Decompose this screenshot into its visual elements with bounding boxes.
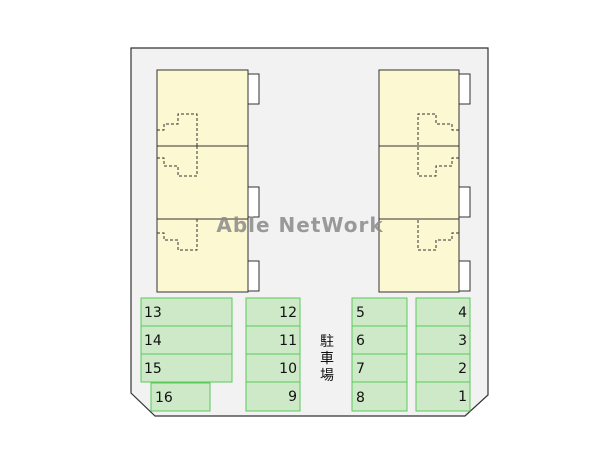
parking-slot <box>415 381 471 412</box>
parking-slot-number: 9 <box>288 389 297 405</box>
building-right-balcony-3 <box>458 260 471 292</box>
building-right-unit-3 <box>378 218 460 293</box>
building-right-stair-1 <box>417 113 459 146</box>
building-left-balcony-3 <box>247 260 260 292</box>
parking-col-a-extra: 16 <box>150 382 211 412</box>
parking-slot <box>415 297 471 327</box>
parking-slot <box>415 353 471 383</box>
parking-slot <box>150 382 211 412</box>
building-right-stair-3 <box>417 219 459 251</box>
parking-slot <box>351 353 408 383</box>
parking-slot <box>245 297 301 327</box>
parking-slot <box>351 297 408 327</box>
parking-slot <box>415 325 471 355</box>
building-left-unit-1 <box>156 69 249 147</box>
parking-slot <box>245 325 301 355</box>
parking-col-b: 12 11 10 9 <box>245 297 301 412</box>
parking-slot-number: 6 <box>356 333 365 349</box>
building-left-stair-1 <box>157 113 198 146</box>
parking-slot-number: 11 <box>279 333 297 349</box>
parking-slot-number: 15 <box>144 361 162 377</box>
watermark-text: Able NetWork <box>216 213 383 237</box>
building-right-stair-2 <box>417 146 459 177</box>
building-left-balcony-2 <box>247 186 260 218</box>
parking-slot-number: 16 <box>155 390 173 406</box>
parking-slot-number: 8 <box>356 390 365 406</box>
building-left-balcony-1 <box>247 73 260 105</box>
parking-slot <box>351 325 408 355</box>
parking-slot-number: 10 <box>279 361 297 377</box>
parking-col-c: 5 6 7 8 <box>351 297 408 412</box>
parking-slot-number: 1 <box>458 389 467 405</box>
parking-slot-number: 5 <box>356 305 365 321</box>
building-left-stair-2 <box>157 146 198 177</box>
parking-slot <box>245 381 301 412</box>
parking-slot-number: 13 <box>144 305 162 321</box>
parking-slot <box>140 325 233 355</box>
parking-label-char: 車 <box>320 350 334 367</box>
parking-slot-number: 12 <box>279 305 297 321</box>
parking-slot-number: 14 <box>144 333 162 349</box>
parking-label-char: 場 <box>320 368 334 384</box>
building-right-balcony-2 <box>458 186 471 218</box>
building-right-balcony-1 <box>458 73 471 105</box>
parking-slot <box>140 353 233 383</box>
building-right-unit-1 <box>378 69 460 147</box>
parking-area-label: 駐 車 場 <box>320 334 334 384</box>
parking-slot <box>245 353 301 383</box>
building-left <box>156 69 260 293</box>
parking-label-char: 駐 <box>320 334 334 350</box>
parking-slot <box>351 381 408 412</box>
parking-slot <box>140 297 233 327</box>
parking-slot-number: 2 <box>458 361 467 377</box>
building-right <box>378 69 471 293</box>
parking-col-d: 4 3 2 1 <box>415 297 471 412</box>
parking-slot-number: 3 <box>458 333 467 349</box>
building-left-stair-3 <box>157 219 198 251</box>
building-right-unit-2 <box>378 145 460 220</box>
building-left-unit-3 <box>156 218 249 293</box>
parking-slot-number: 7 <box>356 361 365 377</box>
parking-col-a: 13 14 15 <box>140 297 233 383</box>
parking-slot-number: 4 <box>458 305 467 321</box>
building-left-unit-2 <box>156 145 249 220</box>
